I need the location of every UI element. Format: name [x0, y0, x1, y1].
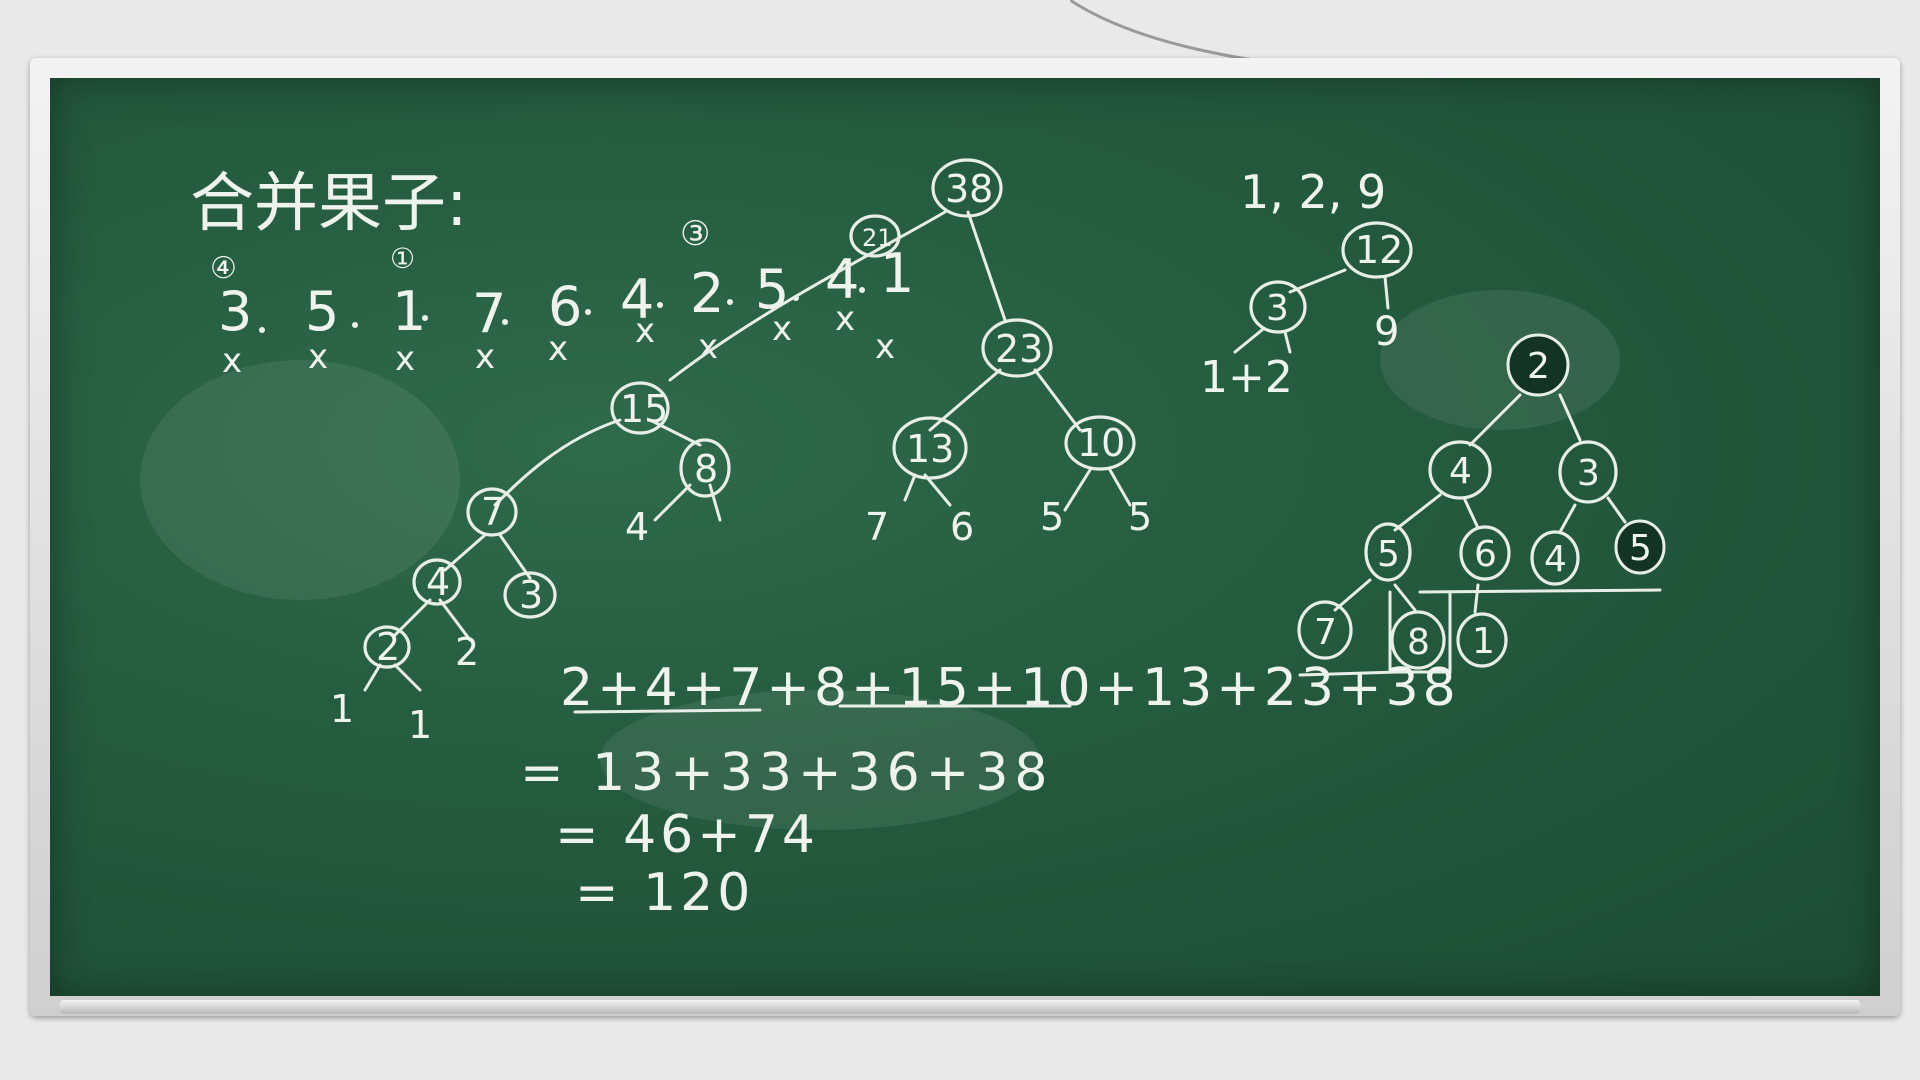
weight-3: 1 — [392, 280, 426, 343]
small-root: 12 — [1355, 228, 1403, 272]
heap-node-2: 4 — [1449, 451, 1472, 492]
x-mark-4: x — [475, 337, 495, 377]
node-4a: 4 — [426, 560, 450, 604]
calc-line-2: = 13+33+36+38 — [520, 743, 1053, 803]
weight-4: 7 — [472, 282, 506, 345]
blackboard — [50, 78, 1880, 996]
node-10: 10 — [1077, 421, 1125, 465]
weight-9: 4 — [825, 248, 859, 311]
weight-5: 6 — [548, 275, 582, 338]
small-leaves: 1+2 — [1200, 352, 1293, 403]
calc-line-3: = 46+74 — [555, 805, 819, 865]
calc-line-1: 2+4+7+8+15+10+13+23+38 — [560, 658, 1460, 718]
weight-2: 5 — [305, 280, 339, 343]
x-mark-3: x — [395, 339, 415, 379]
x-mark-1: x — [222, 341, 242, 381]
weights-row: 3 5 1 7 6 4 2 5 4 1 — [218, 242, 914, 345]
node-leaf-1a: 1 — [330, 687, 354, 731]
x-marks-row: x x x x x x x x x x — [222, 299, 895, 381]
x-mark-5: x — [548, 329, 568, 369]
heap-node-9: 8 — [1407, 622, 1430, 663]
heap-node-5: 6 — [1474, 534, 1497, 575]
node-leaf-6: 6 — [950, 505, 974, 549]
node-leaf-4: 4 — [625, 505, 649, 549]
node-15: 15 — [620, 387, 668, 431]
huffman-tree-edges — [363, 210, 1132, 692]
x-mark-2: x — [308, 337, 328, 377]
small-left: 3 — [1266, 288, 1289, 329]
weight-commas — [259, 287, 865, 333]
calculation: 2+4+7+8+15+10+13+23+38 = 13+33+36+38 = 4… — [520, 658, 1460, 923]
heap-node-1: 2 — [1527, 346, 1550, 387]
node-38: 38 — [945, 167, 993, 211]
x-mark-6: x — [635, 311, 655, 351]
heap-node-7: 5 — [1629, 528, 1652, 569]
node-7: 7 — [481, 490, 505, 534]
chalk-tray — [60, 1000, 1860, 1014]
calc-line-4: = 120 — [575, 863, 754, 923]
pick-order-label: ③ — [680, 214, 710, 254]
x-mark-8: x — [772, 309, 792, 349]
x-mark-10: x — [875, 327, 895, 367]
small-right: 9 — [1374, 309, 1399, 355]
small-example: 1, 2, 9 12 3 9 1+2 — [1200, 165, 1413, 403]
huffman-tree-circles — [363, 158, 1136, 669]
board-title: 合并果子: — [190, 167, 468, 241]
heap-node-8: 7 — [1314, 612, 1337, 653]
weight-1: 3 — [218, 280, 252, 343]
weight-6: 4 — [620, 268, 654, 331]
weight-mark-1: ④ — [210, 251, 237, 286]
x-mark-9: x — [835, 299, 855, 339]
heap-node-6: 4 — [1544, 539, 1567, 580]
heap-node-10: 1 — [1472, 621, 1495, 662]
heap-node-3: 3 — [1577, 453, 1600, 494]
node-leaf-5b: 5 — [1128, 495, 1152, 539]
node-3: 3 — [519, 573, 543, 617]
node-leaf-7: 7 — [865, 505, 889, 549]
node-23: 23 — [995, 327, 1043, 371]
node-2a: 2 — [376, 625, 400, 669]
weight-mark-2: ① — [390, 242, 415, 275]
huffman-tree-labels: 38 21 15 23 7 8 13 10 4 3 2 4 7 6 5 5 2 … — [330, 167, 1152, 747]
small-sequence: 1, 2, 9 — [1240, 165, 1386, 219]
node-13: 13 — [906, 427, 954, 471]
heap-node-4: 5 — [1377, 534, 1400, 575]
weight-7: 2 — [690, 262, 724, 325]
node-top-small: 21 — [862, 224, 893, 252]
node-leaf-5a: 5 — [1040, 495, 1064, 539]
node-leaf-2: 2 — [455, 630, 479, 674]
node-leaf-1b: 1 — [408, 703, 432, 747]
heap-tree: 2 4 3 5 6 4 5 7 8 1 — [1297, 333, 1666, 677]
node-8: 8 — [694, 447, 718, 491]
